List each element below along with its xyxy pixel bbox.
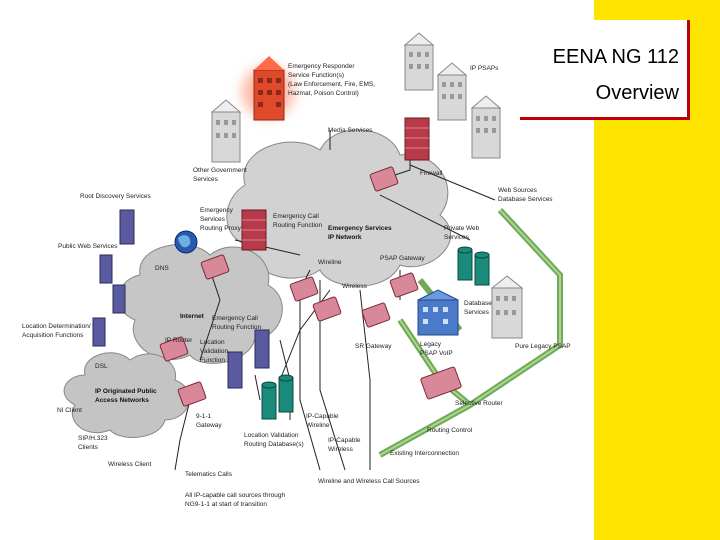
svg-text:Service Function(s): Service Function(s) — [288, 72, 344, 79]
ip-psap-building-1-icon — [403, 32, 435, 91]
svg-text:DSL: DSL — [95, 363, 108, 370]
svg-text:Emergency Services: Emergency Services — [328, 225, 392, 232]
svg-text:Emergency: Emergency — [200, 207, 234, 214]
svg-text:Emergency Call: Emergency Call — [273, 213, 319, 220]
svg-text:Wireline: Wireline — [306, 422, 330, 429]
svg-text:Routing Function: Routing Function — [212, 324, 262, 331]
ng112-network-diagram: Emergency Responder Service Function(s) … — [22, 32, 571, 508]
svg-text:Services: Services — [200, 216, 226, 223]
svg-text:Routing Function: Routing Function — [273, 222, 323, 229]
svg-text:Private Web: Private Web — [444, 225, 480, 232]
other-government-building-icon — [210, 99, 242, 163]
svg-text:Wireline and Wireless Call Sou: Wireline and Wireless Call Sources — [318, 478, 420, 485]
svg-text:Acquisition Functions: Acquisition Functions — [22, 332, 84, 339]
svg-text:Location Determination/: Location Determination/ — [22, 323, 91, 330]
svg-text:Routing Control: Routing Control — [427, 427, 473, 434]
svg-text:SR Gateway: SR Gateway — [355, 343, 392, 350]
svg-text:Database Services: Database Services — [498, 196, 553, 203]
svg-text:All IP-capable call sources th: All IP-capable call sources through — [185, 492, 285, 499]
title-box: EENA NG 112 Overview — [520, 20, 690, 120]
emergency-responder-building-icon — [242, 56, 294, 121]
svg-text:Internet: Internet — [180, 313, 205, 320]
svg-text:Emergency Responder: Emergency Responder — [288, 63, 355, 70]
globe-icon — [174, 230, 198, 254]
svg-text:Function: Function — [200, 357, 225, 364]
diagram-labels: Emergency Responder Service Function(s) … — [22, 63, 571, 508]
pure-legacy-psap-building-icon — [490, 275, 524, 339]
firewall-mid-icon — [241, 209, 267, 251]
svg-text:Existing Interconnection: Existing Interconnection — [390, 450, 459, 457]
svg-text:Legacy: Legacy — [420, 341, 442, 348]
svg-text:Pure Legacy PSAP: Pure Legacy PSAP — [515, 343, 571, 350]
svg-text:IP-Capable: IP-Capable — [306, 413, 339, 420]
svg-text:DNS: DNS — [155, 265, 169, 272]
svg-text:Telematics Calls: Telematics Calls — [185, 471, 233, 478]
firewall-top-icon — [404, 117, 430, 161]
database-icons — [261, 246, 490, 420]
svg-text:Routing Proxy: Routing Proxy — [200, 225, 242, 232]
svg-text:Clients: Clients — [78, 444, 99, 451]
svg-text:IP-Capable: IP-Capable — [328, 437, 361, 444]
svg-text:IP Router: IP Router — [165, 337, 193, 344]
svg-text:Selective Router: Selective Router — [455, 400, 504, 407]
svg-text:NG9-1-1 at start of transition: NG9-1-1 at start of transition — [185, 501, 267, 508]
svg-text:9-1-1: 9-1-1 — [196, 413, 212, 420]
svg-text:NI Client: NI Client — [57, 407, 82, 414]
svg-text:Access Networks: Access Networks — [95, 397, 149, 404]
ip-psap-building-3-icon — [470, 95, 502, 159]
svg-text:Services: Services — [464, 309, 490, 316]
svg-text:Media Services: Media Services — [328, 127, 373, 134]
ip-psap-building-2-icon — [436, 62, 468, 121]
router-icons — [159, 166, 462, 407]
svg-text:(Law Enforcement, Fire, EMS,: (Law Enforcement, Fire, EMS, — [288, 81, 375, 88]
svg-text:Wireless: Wireless — [328, 446, 354, 453]
svg-text:Emergency Call: Emergency Call — [212, 315, 258, 322]
slide-subtitle: Overview — [595, 82, 679, 104]
svg-text:Public Web Services: Public Web Services — [58, 243, 118, 250]
legacy-psap-voip-building-icon — [417, 289, 459, 336]
svg-text:Gateway: Gateway — [196, 422, 222, 429]
svg-text:IP Originated Public: IP Originated Public — [95, 388, 157, 395]
svg-text:Root Discovery Services: Root Discovery Services — [80, 193, 152, 200]
server-icons — [92, 209, 270, 389]
svg-text:Services: Services — [444, 234, 470, 241]
svg-text:Database: Database — [464, 300, 492, 307]
svg-text:PSAP VoIP: PSAP VoIP — [420, 350, 453, 357]
svg-text:Location Validation: Location Validation — [244, 432, 299, 439]
svg-text:Validation: Validation — [200, 348, 228, 355]
svg-text:IP PSAPs: IP PSAPs — [470, 65, 499, 72]
svg-text:SIP/H.323: SIP/H.323 — [78, 435, 108, 442]
slide-title: EENA NG 112 — [552, 46, 679, 68]
svg-text:Location: Location — [200, 339, 225, 346]
svg-text:Web Sources: Web Sources — [498, 187, 538, 194]
svg-text:Other Government: Other Government — [193, 167, 247, 174]
svg-text:Hazmat, Poison Control): Hazmat, Poison Control) — [288, 90, 359, 97]
svg-text:Wireline: Wireline — [318, 259, 342, 266]
ip-originated-cloud — [63, 352, 190, 438]
svg-text:IP Network: IP Network — [328, 234, 362, 241]
svg-text:Routing Database(s): Routing Database(s) — [244, 441, 304, 448]
svg-text:Firewall: Firewall — [420, 170, 443, 177]
svg-text:Wireless Client: Wireless Client — [108, 461, 152, 468]
svg-text:Services: Services — [193, 176, 219, 183]
svg-text:Wireless: Wireless — [342, 283, 368, 290]
svg-text:PSAP Gateway: PSAP Gateway — [380, 255, 425, 262]
